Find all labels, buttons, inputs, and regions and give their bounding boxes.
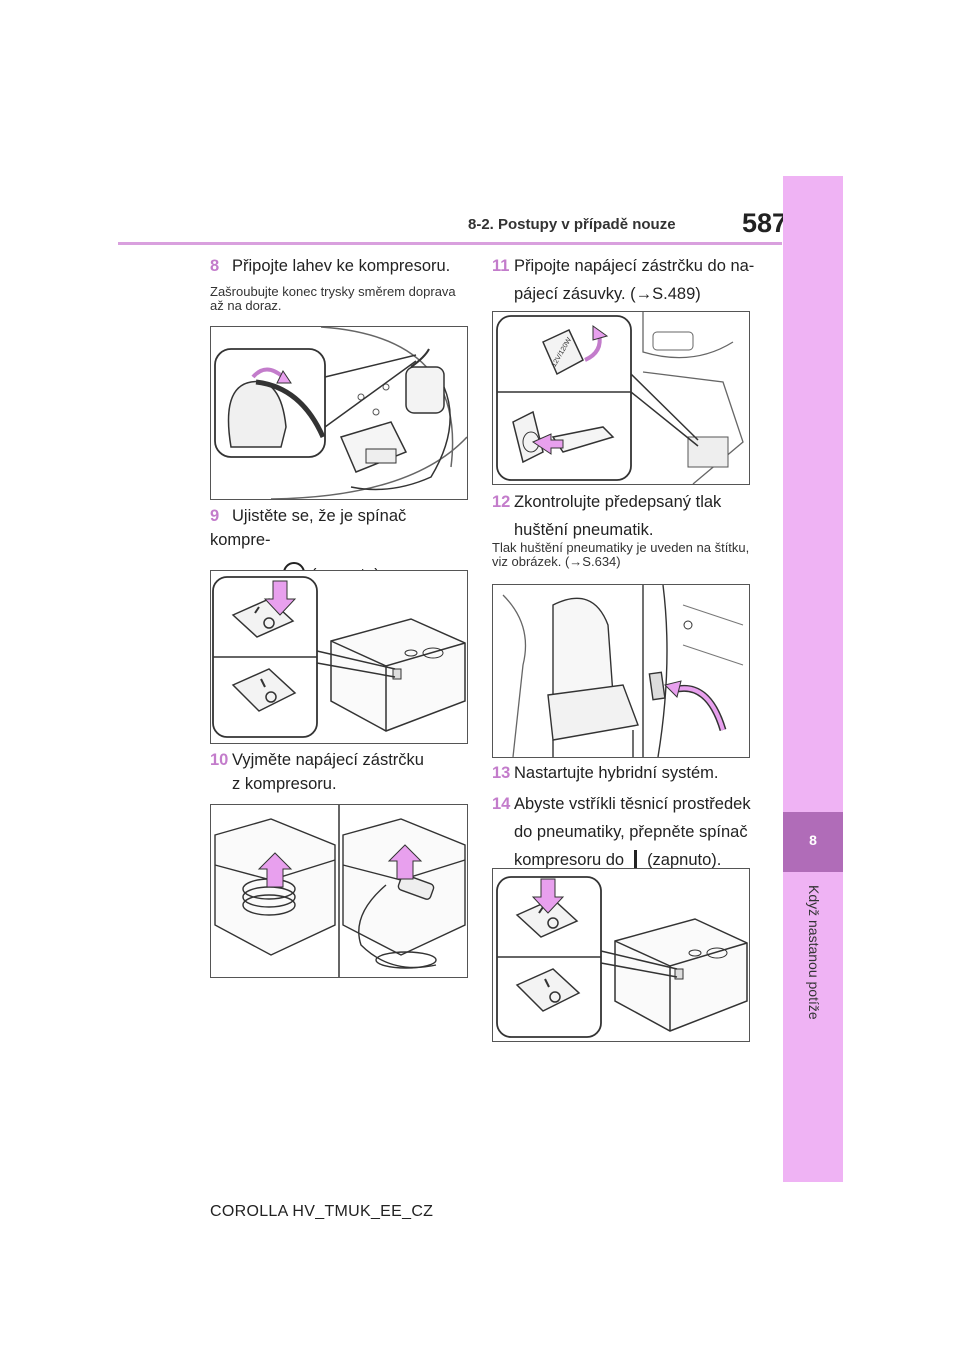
header-rule: [118, 242, 782, 245]
section-title: 8-2. Postupy v případě nouze: [468, 216, 676, 233]
figure-switch-on: [492, 868, 750, 1042]
chapter-side-tab: [783, 176, 843, 1182]
chapter-number: 8: [809, 832, 817, 848]
figure-power-socket: 12V/120W: [492, 311, 750, 485]
figure-tire-pressure-label: [492, 584, 750, 758]
chapter-label-container: Když nastanou potíže: [800, 885, 830, 1125]
page-number: 587: [742, 208, 788, 238]
figure-bottle-compressor: [210, 326, 468, 500]
on-symbol-icon: [634, 850, 638, 868]
chapter-number-box: [783, 812, 843, 872]
figure-switch-off: [210, 570, 468, 744]
step-12-note: Tlak huštění pneumatiky je uveden na ští…: [492, 540, 750, 569]
chapter-label: Když nastanou potíže: [806, 885, 822, 1020]
figure-unplug-compressor: [210, 804, 468, 978]
step-8-note: Zašroubujte konec trysky směrem doprava …: [210, 284, 456, 313]
document-code: COROLLA HV_TMUK_EE_CZ: [210, 1203, 434, 1220]
